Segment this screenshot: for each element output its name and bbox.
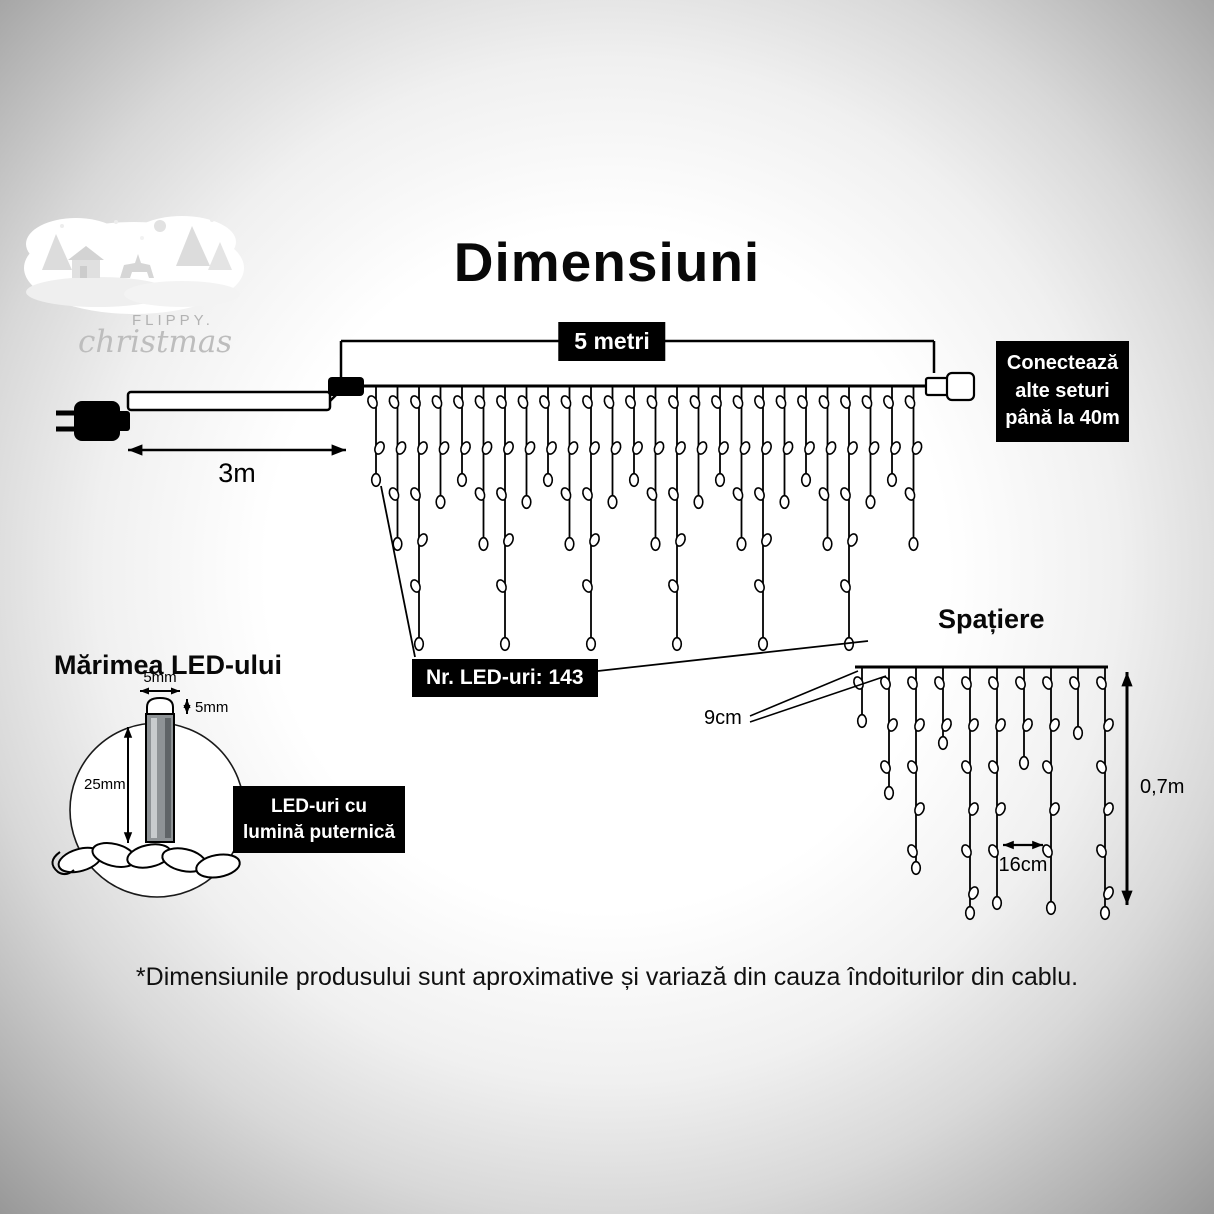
logo-script-text: christmas bbox=[78, 324, 233, 360]
connect-note-label: Conectează alte seturi până la 40m bbox=[996, 341, 1129, 442]
cap-width-label: 5mm bbox=[143, 669, 177, 686]
spacing-heading: Spațiere bbox=[938, 604, 1045, 634]
led-size-heading: Mărimea LED-ului bbox=[54, 650, 283, 680]
lead-length-label: 3m bbox=[218, 458, 256, 488]
led-size-diagram bbox=[51, 687, 245, 898]
drop-length-label: 0,7m bbox=[1140, 776, 1185, 798]
spacing-diagram bbox=[749, 665, 1133, 921]
winter-scene-icon bbox=[24, 216, 244, 314]
total-width-label: 5 metri bbox=[558, 322, 666, 361]
led-note-label: LED-uri cu lumină puternică bbox=[233, 786, 405, 854]
brand-logo: FLIPPY. christmas bbox=[20, 208, 252, 378]
segment-gap-label: 16cm bbox=[998, 854, 1048, 876]
logo-brand-text: FLIPPY. bbox=[132, 312, 214, 329]
led-count-pointer-lines bbox=[380, 485, 869, 675]
led-count-label: Nr. LED-uri: 143 bbox=[412, 659, 598, 697]
body-length-label: 25mm bbox=[84, 776, 126, 793]
drop-gap-label: 9cm bbox=[704, 707, 742, 729]
power-lead-and-plug bbox=[56, 377, 364, 456]
disclaimer-text: *Dimensiunile produsului sunt aproximati… bbox=[135, 963, 1079, 991]
icicle-curtain-diagram bbox=[330, 384, 930, 652]
page-title: Dimensiuni bbox=[453, 231, 761, 293]
cap-height-label: 5mm bbox=[195, 699, 229, 716]
end-connector bbox=[924, 371, 976, 402]
